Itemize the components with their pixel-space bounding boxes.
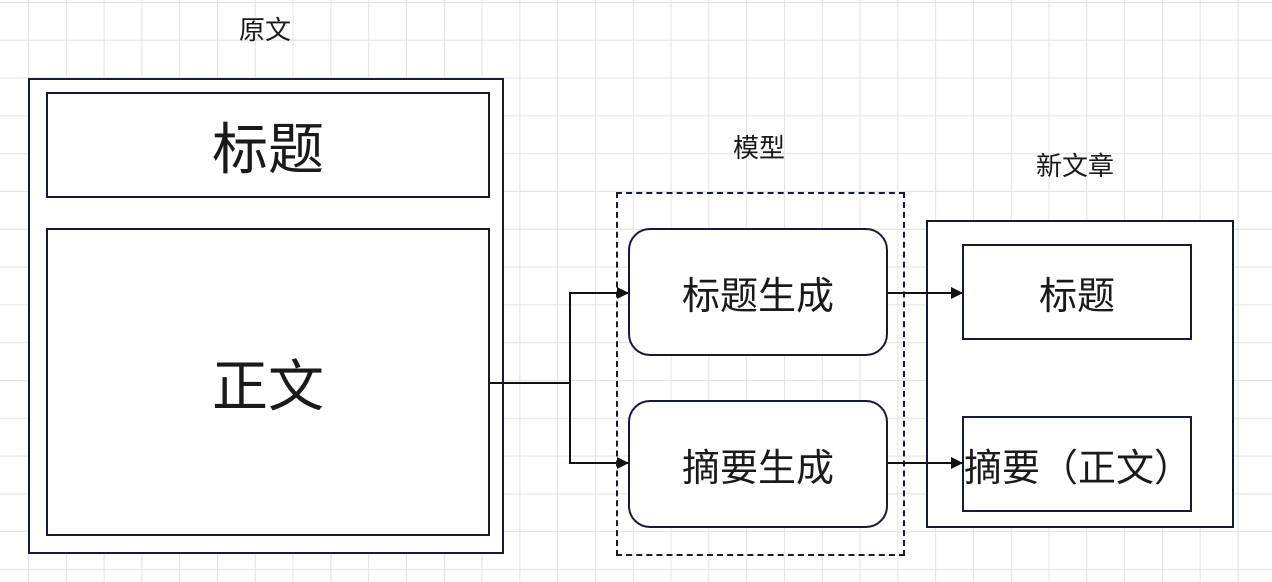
summary-generation-node[interactable]: 摘要生成 xyxy=(628,400,888,528)
source-body-text: 正文 xyxy=(212,354,324,420)
model-label: 模型 xyxy=(732,134,785,164)
output-title-box[interactable]: 标题 xyxy=(962,244,1192,340)
output-title-text: 标题 xyxy=(1038,273,1115,318)
edge-body-to-title-generation xyxy=(490,287,629,384)
title-generation-text: 标题生成 xyxy=(681,273,834,318)
source-label: 原文 xyxy=(238,16,291,46)
summary-generation-text: 摘要生成 xyxy=(681,445,834,490)
source-title-text: 标题 xyxy=(212,117,324,183)
source-body-box[interactable]: 正文 xyxy=(46,228,490,536)
output-summary-text: 摘要（正文） xyxy=(964,445,1193,490)
title-generation-node[interactable]: 标题生成 xyxy=(628,228,888,356)
output-summary-box[interactable]: 摘要（正文） xyxy=(962,416,1192,512)
output-label: 新文章 xyxy=(1035,152,1114,182)
source-title-box[interactable]: 标题 xyxy=(46,92,490,198)
